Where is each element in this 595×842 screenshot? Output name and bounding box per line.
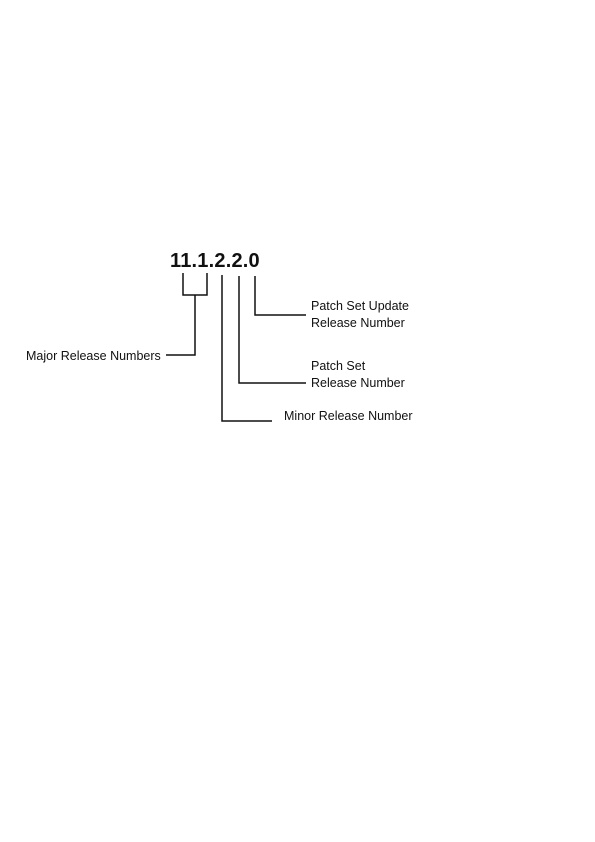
- major-connector-line: [166, 295, 196, 356]
- minor-connector-line: [221, 275, 272, 422]
- patch-set-update-connector-line: [254, 276, 306, 316]
- major-release-label: Major Release Numbers: [26, 348, 161, 365]
- patch-set-update-label: Patch Set Update Release Number: [311, 298, 409, 332]
- minor-release-text: Minor Release Number: [284, 409, 413, 423]
- patch-set-connector-line: [238, 276, 306, 384]
- patch-set-update-line-1: Patch Set Update: [311, 299, 409, 313]
- patch-set-line-1: Patch Set: [311, 359, 366, 373]
- patch-set-update-line-2: Release Number: [311, 316, 405, 330]
- patch-set-line-2: Release Number: [311, 376, 405, 390]
- major-bracket-line: [182, 273, 208, 296]
- version-number: 11.1.2.2.0: [170, 250, 260, 272]
- minor-release-label: Minor Release Number: [284, 408, 413, 425]
- major-release-text: Major Release Numbers: [26, 349, 161, 363]
- patch-set-label: Patch Set Release Number: [311, 358, 405, 392]
